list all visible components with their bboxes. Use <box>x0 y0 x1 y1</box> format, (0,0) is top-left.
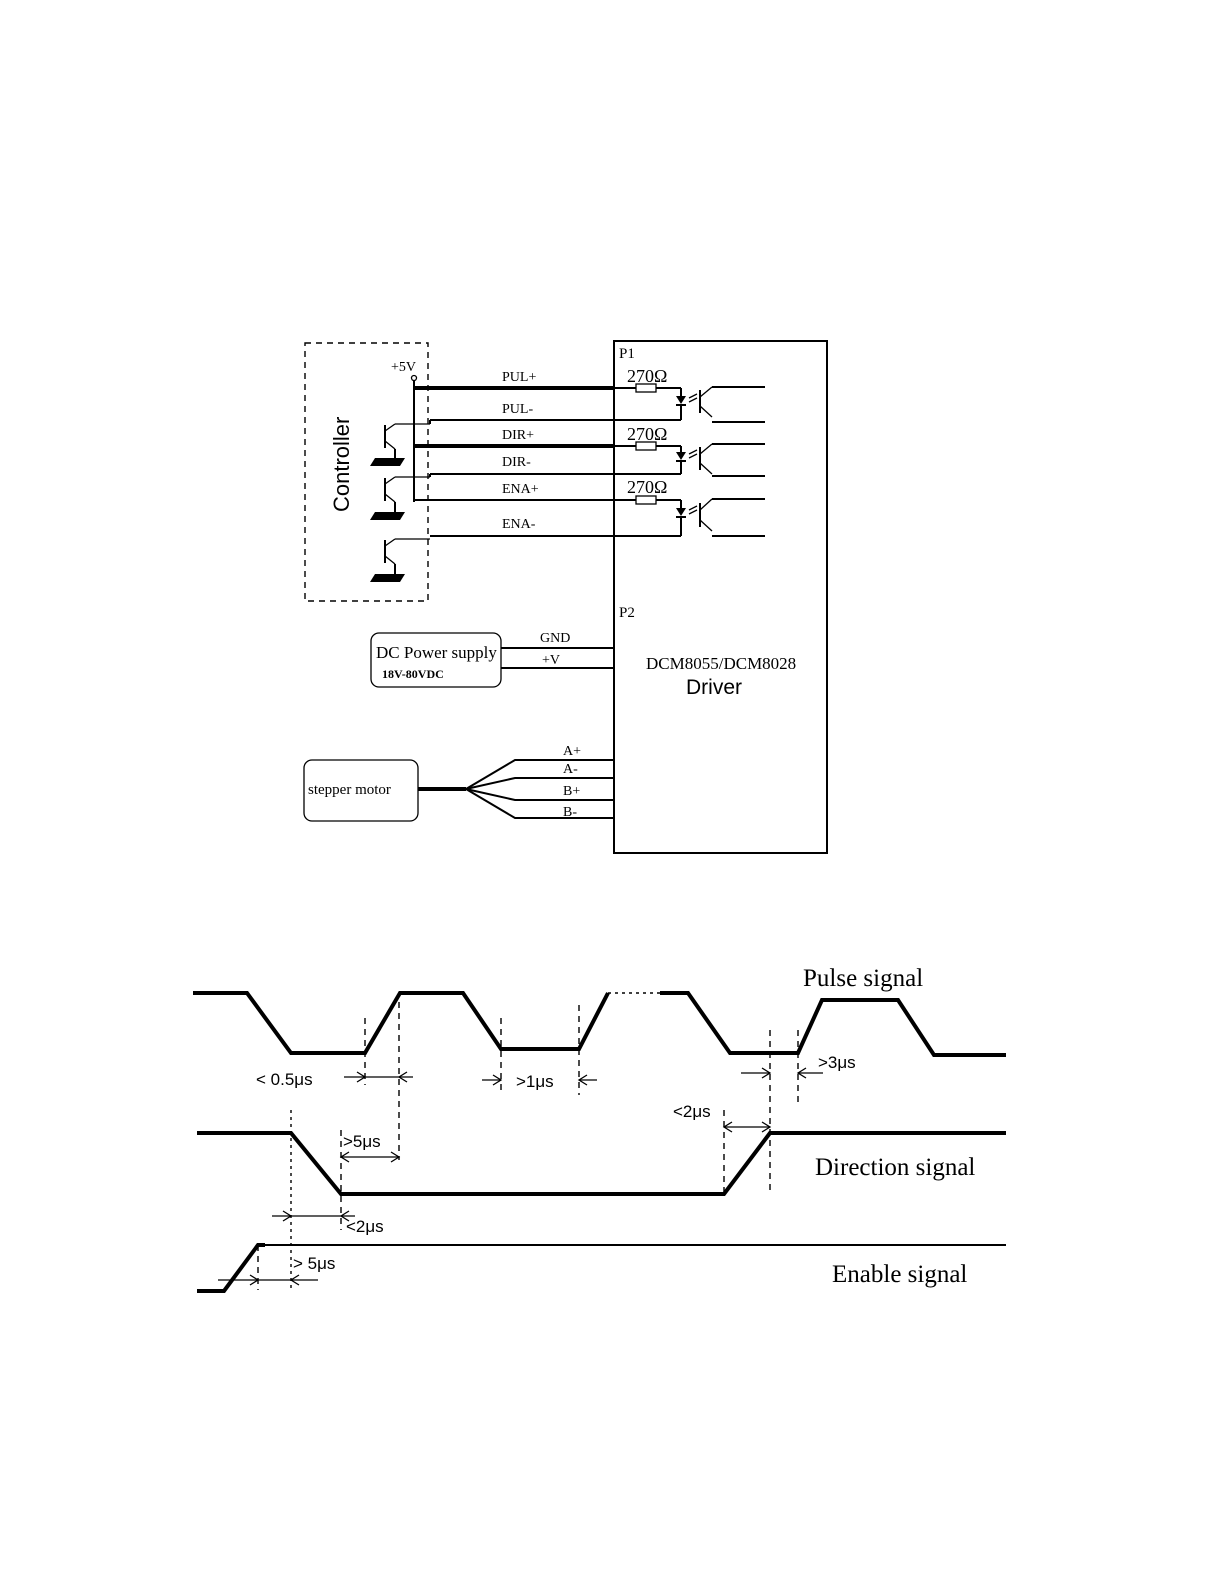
t-rise-label: < 0.5μs <box>256 1070 313 1089</box>
power-gnd-label: GND <box>540 631 570 646</box>
t-en-lt2-label: <2μs <box>346 1217 384 1236</box>
direction-signal-label: Direction signal <box>815 1154 975 1181</box>
svg-text:270Ω: 270Ω <box>627 477 667 497</box>
wiring-diagram: Controller +5V <box>304 341 827 853</box>
t-dir-lt2-label: <2μs <box>673 1102 711 1121</box>
t-dir-setup-right-label: >3μs <box>818 1053 856 1072</box>
motor-a-plus-label: A+ <box>563 744 581 759</box>
svg-text:270Ω: 270Ω <box>627 424 667 444</box>
pulse-waveform <box>193 993 608 1053</box>
controller-transistor-2 <box>370 477 405 520</box>
driver-name-label: Driver <box>686 676 742 699</box>
controller-label: Controller <box>329 417 354 512</box>
driver-box <box>614 341 827 853</box>
vcc-terminal <box>412 376 417 381</box>
wire-ena-plus-label: ENA+ <box>502 482 539 497</box>
enable-signal-label: Enable signal <box>832 1261 967 1288</box>
driver-model-label: DCM8055/DCM8028 <box>646 654 796 673</box>
controller-transistor-1 <box>370 424 405 466</box>
motor-a-minus-label: A- <box>563 762 578 777</box>
power-vplus-label: +V <box>542 653 560 668</box>
motor-b-minus-label: B- <box>563 805 577 820</box>
power-supply-range: 18V-80VDC <box>382 667 444 681</box>
wire-pul-minus-label: PUL- <box>502 402 533 417</box>
vcc-label: +5V <box>391 360 416 375</box>
svg-text:270Ω: 270Ω <box>627 366 667 386</box>
p1-label: P1 <box>619 346 635 362</box>
opto-channel-pul: 270Ω <box>614 366 765 422</box>
opto-channel-dir: 270Ω <box>614 424 765 476</box>
controller-box <box>305 343 428 601</box>
t-low-label: >1μs <box>516 1072 554 1091</box>
wire-dir-minus-label: DIR- <box>502 455 531 470</box>
motor-b-plus-label: B+ <box>563 784 580 799</box>
enable-waveform <box>197 1245 265 1291</box>
t-dir-gt5-label: >5μs <box>343 1132 381 1151</box>
timing-diagram: Pulse signal Direction signal Enable sig… <box>193 965 1006 1291</box>
wire-dir-plus-label: DIR+ <box>502 428 534 443</box>
pulse-signal-label: Pulse signal <box>803 965 923 992</box>
wire-ena-minus-label: ENA- <box>502 517 536 532</box>
wire-pul-plus-label: PUL+ <box>502 370 536 385</box>
stepper-motor-label: stepper motor <box>308 782 391 798</box>
opto-channel-ena: 270Ω <box>614 477 765 536</box>
power-supply-title: DC Power supply <box>376 643 497 662</box>
t-en-gt5-label: > 5μs <box>293 1254 335 1273</box>
controller-transistor-3 <box>370 539 405 582</box>
p2-label: P2 <box>619 605 635 621</box>
